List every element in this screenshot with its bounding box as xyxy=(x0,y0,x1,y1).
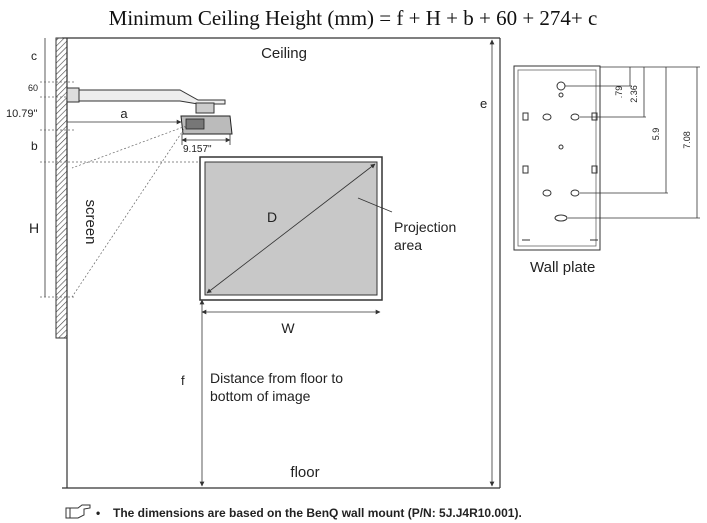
projection-pointer xyxy=(357,197,393,213)
plate-dim-79: .79 xyxy=(614,86,624,99)
note-bullet: • xyxy=(96,506,100,520)
wall-plate xyxy=(513,65,601,251)
projection-ray-top xyxy=(71,125,187,169)
plate-dim-236: 2.36 xyxy=(629,85,639,103)
ceiling-label: Ceiling xyxy=(261,45,307,62)
dim-60: 60 xyxy=(28,83,38,93)
distance-line1: Distance from floor to xyxy=(210,370,343,386)
dim-D-label: D xyxy=(267,209,277,225)
dim-e-label: e xyxy=(480,96,487,111)
formula-title: Minimum Ceiling Height (mm) = f + H + b … xyxy=(109,6,598,30)
wall-mount-bracket xyxy=(66,87,80,103)
wall-screen-hatch xyxy=(55,37,68,339)
dim-a-label: a xyxy=(120,106,128,121)
dim-b: b xyxy=(31,139,38,153)
dim-W-label: W xyxy=(281,320,295,336)
wall-plate-label: Wall plate xyxy=(530,259,595,276)
mount-arm xyxy=(78,89,226,105)
projection-area-line2: area xyxy=(394,237,422,253)
plate-dim-59: 5.9 xyxy=(651,128,661,141)
mount-joint xyxy=(195,102,215,114)
plate-dim-708: 7.08 xyxy=(682,131,692,149)
projection-area-line1: Projection xyxy=(394,219,456,235)
dim-f-label: f xyxy=(181,373,185,388)
dim-10-79: 10.79" xyxy=(6,108,38,120)
dim-9157-label: 9.157" xyxy=(183,144,212,155)
projector-lens xyxy=(185,118,205,130)
floor-label: floor xyxy=(290,464,319,481)
distance-line2: bottom of image xyxy=(210,388,311,404)
pointing-hand-icon xyxy=(65,504,91,519)
note-text: The dimensions are based on the BenQ wal… xyxy=(113,506,522,520)
dim-c: c xyxy=(31,49,37,63)
diagonal-D xyxy=(206,163,376,294)
screen-label: screen xyxy=(82,199,99,244)
dim-H: H xyxy=(29,220,39,236)
